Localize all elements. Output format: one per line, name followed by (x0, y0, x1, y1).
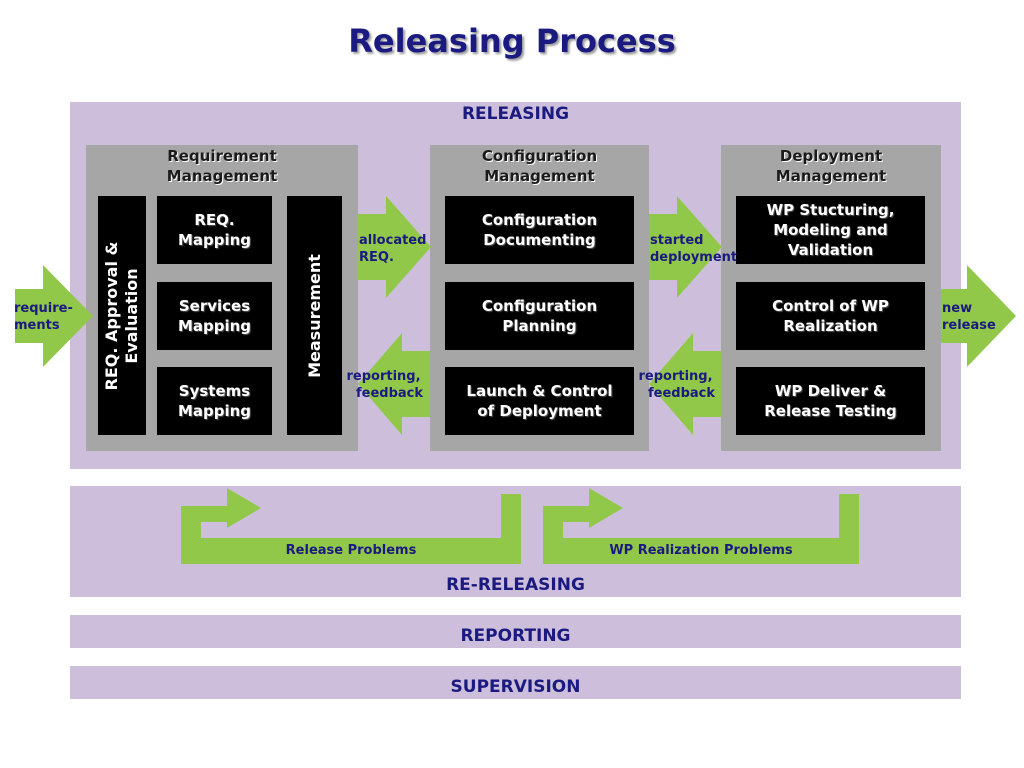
req-mapping-box: REQ. Mapping (157, 196, 272, 264)
started-deployment-label: started deployment (650, 233, 738, 265)
deployment-management-title: Deployment Management (775, 147, 887, 185)
wp-realization-problems-label: WP Realization Problems (609, 543, 793, 558)
allocated-req-label: allocated REQ. (359, 233, 427, 265)
releasing-label: RELEASING (461, 104, 570, 124)
requirements-arrow (15, 265, 93, 367)
feedback-right-label: reporting, feedback (638, 369, 716, 401)
allocated-req-arrow (358, 196, 431, 298)
new-release-label: new release (942, 301, 996, 333)
re-releasing-label: RE-RELEASING (446, 575, 585, 595)
feedback-left-arrow (358, 333, 430, 435)
requirement-management-title: Requirement Management (166, 147, 278, 185)
req-approval-evaluation-box: REQ. Approval & Evaluation (98, 196, 146, 435)
page-title: Releasing Process (348, 22, 676, 60)
new-release-arrow (941, 265, 1016, 367)
wp-deliver-release-testing-box: WP Deliver & Release Testing (736, 367, 925, 435)
release-problems-label: Release Problems (285, 543, 417, 558)
measurement-box: Measurement (287, 196, 342, 435)
supervision-band (70, 666, 961, 699)
supervision-label: SUPERVISION (450, 677, 581, 697)
control-wp-realization-box: Control of WP Realization (736, 282, 925, 350)
feedback-left-label: reporting, feedback (346, 369, 424, 401)
reporting-label: REPORTING (460, 626, 571, 646)
launch-control-deployment-box: Launch & Control of Deployment (445, 367, 634, 435)
started-deployment-arrow (649, 196, 722, 298)
configuration-planning-box: Configuration Planning (445, 282, 634, 350)
services-mapping-box: Services Mapping (157, 282, 272, 350)
configuration-management-title: Configuration Management (481, 147, 598, 185)
requirements-label: require- ments (14, 301, 73, 333)
systems-mapping-box: Systems Mapping (157, 367, 272, 435)
feedback-right-arrow (649, 333, 721, 435)
wp-structuring-box: WP Stucturing, Modeling and Validation (736, 196, 925, 264)
reporting-band (70, 615, 961, 648)
configuration-documenting-box: Configuration Documenting (445, 196, 634, 264)
wp-realization-problems-loop-arrow (543, 488, 859, 564)
release-problems-loop-arrow (181, 488, 521, 564)
